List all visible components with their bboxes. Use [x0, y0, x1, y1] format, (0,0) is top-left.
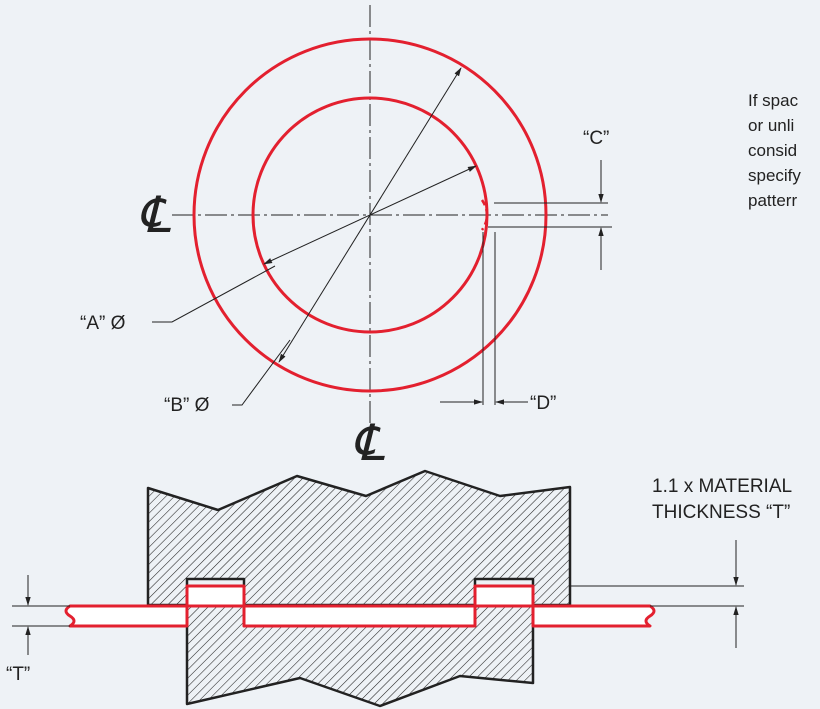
note-line: specify	[748, 166, 801, 185]
top-view: “A” Ø “B” Ø “C” “D” ℄ ℄ If spac or unli …	[80, 5, 801, 471]
label-material-thickness-2: THICKNESS “T”	[652, 502, 790, 523]
strip-right	[531, 604, 656, 628]
label-a-diameter: “A” Ø	[80, 313, 126, 334]
centerline-symbol-left: ℄	[138, 187, 171, 243]
label-c: “C”	[583, 128, 609, 149]
label-material-thickness-1: 1.1 x MATERIAL	[652, 476, 792, 497]
b-leader	[232, 339, 291, 406]
note-line: or unli	[748, 116, 794, 135]
tab-break-mark	[480, 199, 489, 231]
a-leader	[152, 265, 276, 323]
side-note: If spac or unli consid specify patterr	[748, 91, 801, 210]
material-strip	[64, 584, 656, 628]
tab-left	[185, 584, 246, 608]
section-view: “T” 1.1 x MATERIAL THICKNESS “T”	[6, 469, 792, 708]
tab-right	[473, 584, 535, 608]
outer-circle	[192, 37, 548, 393]
label-d: “D”	[530, 393, 556, 414]
strip-center	[242, 604, 477, 628]
note-line: patterr	[748, 191, 797, 210]
note-line: If spac	[748, 91, 799, 110]
centerline-symbol-bottom: ℄	[352, 415, 385, 471]
label-b-diameter: “B” Ø	[164, 395, 210, 416]
label-t: “T”	[6, 664, 30, 685]
strip-left	[64, 604, 189, 628]
note-line: consid	[748, 141, 797, 160]
diameter-b-line	[263, 165, 477, 265]
